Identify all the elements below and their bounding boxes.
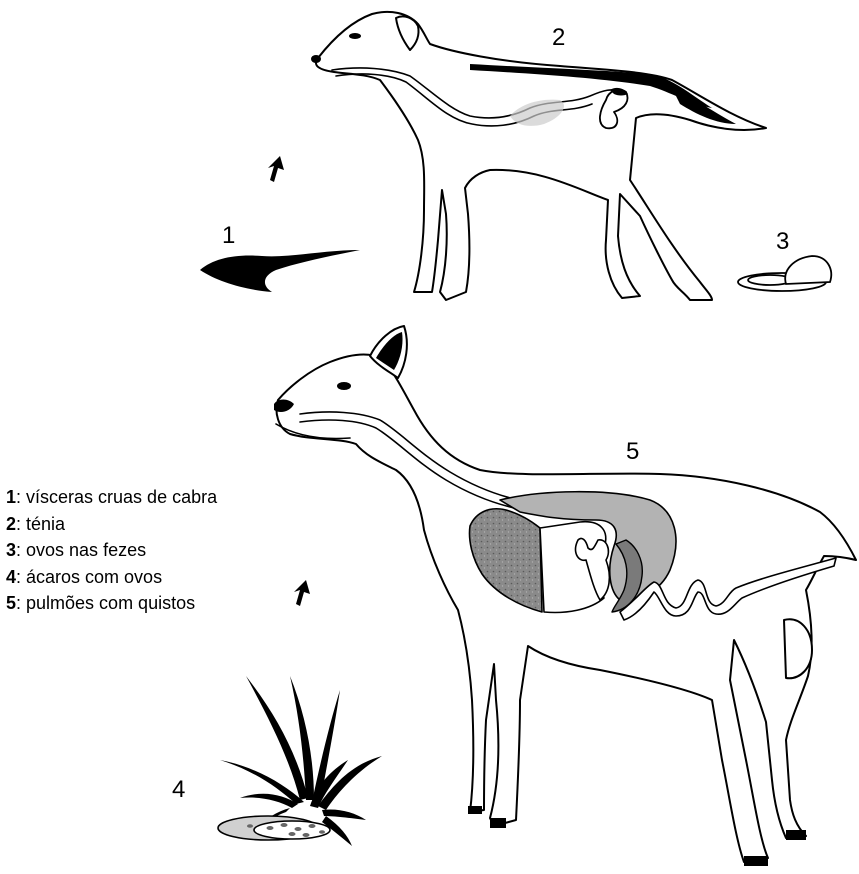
- legend-item: 1: vísceras cruas de cabra: [6, 484, 217, 511]
- arrow-icon: [294, 580, 310, 606]
- label-5: 5: [626, 438, 639, 466]
- grass-mites-icon: [218, 676, 382, 846]
- goat-illustration: [274, 326, 856, 866]
- legend-item: 5: pulmões com quistos: [6, 590, 217, 617]
- legend-item: 3: ovos nas fezes: [6, 537, 217, 564]
- viscera-icon: [200, 250, 360, 292]
- legend-item: 2: ténia: [6, 511, 217, 538]
- dog-illustration: [311, 12, 766, 300]
- legend-item: 4: ácaros com ovos: [6, 564, 217, 591]
- label-3: 3: [776, 228, 789, 256]
- label-4: 4: [172, 776, 185, 804]
- arrow-icon: [268, 156, 284, 182]
- label-1: 1: [222, 222, 235, 250]
- label-2: 2: [552, 24, 565, 52]
- feces-eggs-icon: [738, 256, 831, 291]
- legend: 1: vísceras cruas de cabra 2: ténia 3: o…: [6, 484, 217, 617]
